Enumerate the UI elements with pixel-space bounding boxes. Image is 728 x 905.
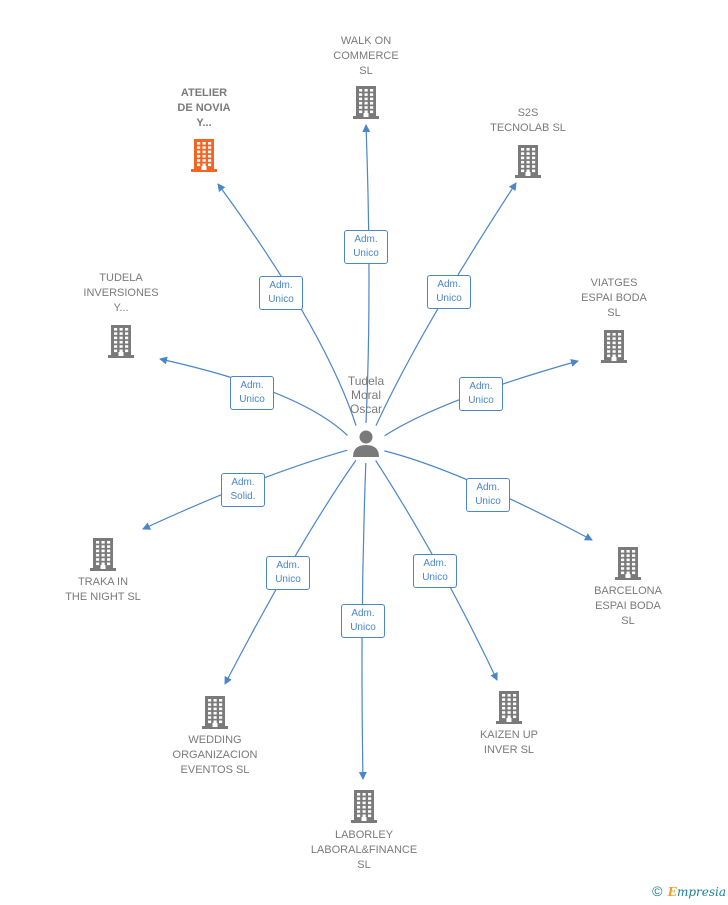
company-label-tudela-inversiones[interactable]: TUDELA INVERSIONES Y... [83, 272, 159, 314]
building-icon[interactable] [515, 144, 541, 183]
building-icon[interactable] [202, 695, 228, 734]
company-label-s2s-tecnolab[interactable]: S2S TECNOLAB SL [490, 107, 566, 134]
building-icon[interactable] [496, 690, 522, 729]
company-label-barcelona-espai-boda[interactable]: BARCELONA ESPAI BODA SL [594, 585, 662, 627]
person-icon[interactable] [351, 428, 381, 463]
role-badge-kaizen-up-inver: Adm. Unico [413, 554, 457, 588]
company-label-kaizen-up-inver[interactable]: KAIZEN UP INVER SL [479, 729, 539, 756]
company-label-laborley[interactable]: LABORLEY LABORAL&FINANCE SL [310, 829, 418, 871]
building-icon[interactable] [601, 329, 627, 368]
company-label-traka-in-the-night[interactable]: TRAKA IN THE NIGHT SL [65, 576, 141, 603]
role-badge-tudela-inversiones: Adm. Unico [230, 376, 274, 410]
role-badge-walk-on-commerce: Adm. Unico [344, 230, 388, 264]
role-badge-traka-in-the-night: Adm. Solid. [221, 473, 265, 507]
building-icon[interactable] [351, 789, 377, 828]
company-label-wedding-organizacion[interactable]: WEDDING ORGANIZACION EVENTOS SL [172, 734, 258, 776]
role-badge-s2s-tecnolab: Adm. Unico [427, 275, 471, 309]
company-label-walk-on-commerce[interactable]: WALK ON COMMERCE SL [333, 35, 399, 77]
copyright-icon: © [652, 883, 663, 899]
building-icon[interactable] [90, 537, 116, 576]
edge-s2s-tecnolab [375, 182, 517, 426]
building-icon[interactable] [191, 138, 217, 177]
building-icon[interactable] [353, 85, 379, 124]
role-badge-viatges-espai-boda: Adm. Unico [459, 377, 503, 411]
role-badge-laborley: Adm. Unico [341, 604, 385, 638]
building-icon[interactable] [615, 546, 641, 585]
role-badge-barcelona-espai-boda: Adm. Unico [466, 478, 510, 512]
person-name[interactable]: Tudela Moral Oscar [347, 374, 385, 416]
company-label-atelier-de-novia[interactable]: ATELIER DE NOVIA Y... [177, 87, 231, 129]
building-icon[interactable] [108, 324, 134, 363]
edge-atelier-de-novia [217, 183, 357, 426]
role-badge-wedding-organizacion: Adm. Unico [266, 556, 310, 590]
edge-tudela-inversiones [159, 356, 348, 436]
edge-walk-on-commerce [362, 124, 371, 424]
footer-brand[interactable]: © Empresia [652, 883, 726, 899]
role-badge-atelier-de-novia: Adm. Unico [259, 276, 303, 310]
company-label-viatges-espai-boda[interactable]: VIATGES ESPAI BODA SL [581, 277, 647, 319]
